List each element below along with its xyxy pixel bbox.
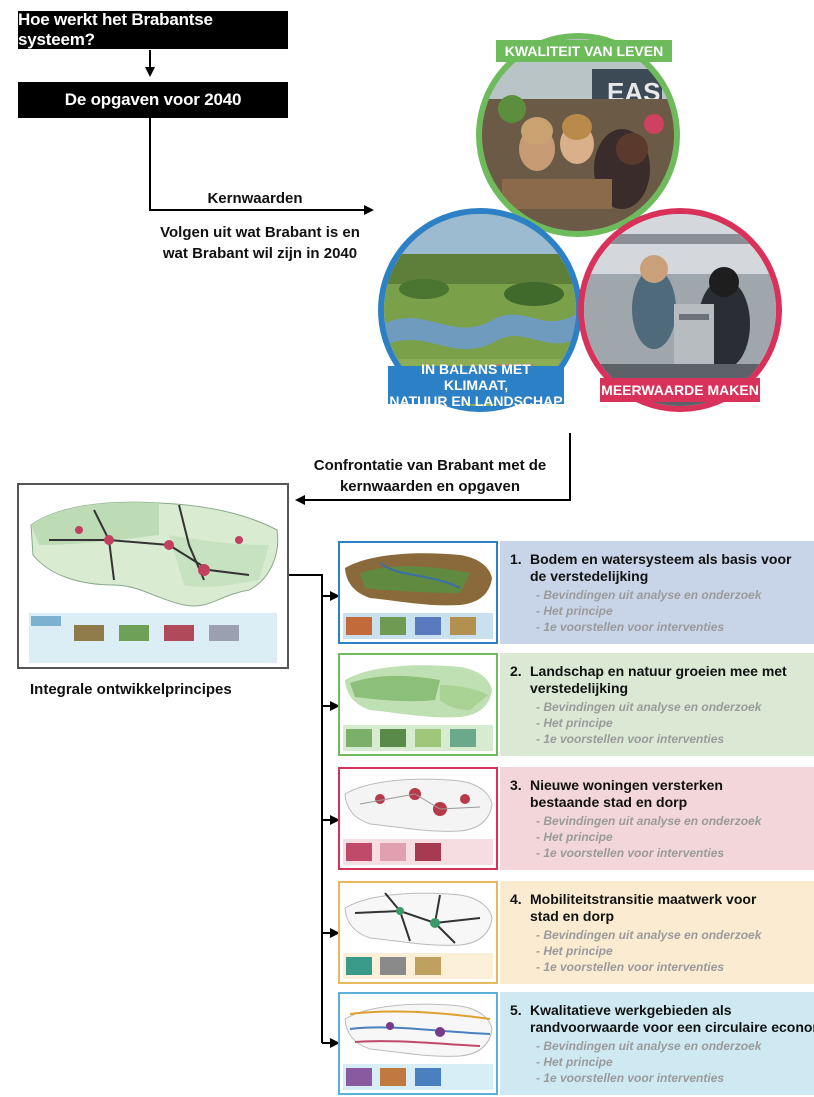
principle-3-title-line-1: Nieuwe woningen versterken: [530, 777, 723, 793]
work-areas-map-illustration: [343, 1003, 493, 1090]
principle-thumbnail-1[interactable]: [338, 541, 498, 644]
principle-3-sub-3: - 1e voorstellen voor interventies: [536, 846, 725, 860]
confrontatie-caption: Confrontatie van Brabant met de kernwaar…: [300, 455, 560, 497]
question-box-label: Hoe werkt het Brabantse systeem?: [18, 10, 213, 49]
branch-connector: [288, 574, 323, 1043]
landscape-map-illustration: [343, 665, 493, 751]
principle-4-sub-2: - Het principe: [536, 944, 613, 958]
principle-panel-5[interactable]: 5. Kwalitatieve werkgebieden als randvoo…: [500, 992, 814, 1095]
principle-2-title-line-2: verstedelijking: [530, 680, 629, 696]
confrontatie-line-1: Confrontatie van Brabant met de: [313, 457, 547, 474]
soil-water-map-illustration: [343, 553, 493, 639]
principle-thumbnail-2[interactable]: [338, 653, 498, 756]
principle-1-title: Bodem en watersysteem als basis voor de …: [530, 551, 800, 585]
principle-5-title: Kwalitatieve werkgebieden als randvoorwa…: [530, 1002, 814, 1036]
brabant-map-illustration: [29, 501, 279, 663]
principle-5-title-line-1: Kwalitatieve werkgebieden als: [530, 1002, 732, 1018]
principle-4-number: 4.: [510, 891, 522, 907]
principle-panel-1[interactable]: 1. Bodem en watersysteem als basis voor …: [500, 541, 814, 644]
principle-1-sub-2: - Het principe: [536, 604, 613, 618]
balans-ribbon: IN BALANS MET KLIMAAT, NATUUR EN LANDSCH…: [388, 361, 564, 409]
kwaliteit-photo: EAS: [476, 33, 680, 237]
opgaven-box: De opgaven voor 2040: [18, 82, 288, 118]
arrow-to-kernwaarden: [149, 118, 374, 215]
question-box: Hoe werkt het Brabantse systeem?: [18, 10, 288, 49]
principle-thumbnail-4[interactable]: [338, 881, 498, 984]
integrale-map-thumbnail: [17, 483, 289, 669]
principle-panel-2[interactable]: 2. Landschap en natuur groeien mee met v…: [500, 653, 814, 756]
principle-4-title-line-1: Mobiliteitstransitie maatwerk voor: [530, 891, 757, 907]
principle-2-title: Landschap en natuur groeien mee met vers…: [530, 663, 800, 697]
principle-5-sub-2: - Het principe: [536, 1055, 613, 1069]
principle-4-sub-1: - Bevindingen uit analyse en onderzoek: [536, 928, 762, 942]
principle-thumbnail-5[interactable]: [338, 992, 498, 1095]
principle-1-sub-1: - Bevindingen uit analyse en onderzoek: [536, 588, 762, 602]
principle-3-sub-1: - Bevindingen uit analyse en onderzoek: [536, 814, 762, 828]
meerwaarde-ribbon: MEERWAARDE MAKEN: [600, 378, 760, 402]
kernwaarden-line-1: Volgen uit wat Brabant is en: [160, 224, 360, 241]
principle-2-sub-2: - Het principe: [536, 716, 613, 730]
principle-3-number: 3.: [510, 777, 522, 793]
balans-label-line-1: IN BALANS MET KLIMAAT,: [421, 361, 531, 393]
principle-panel-4[interactable]: 4. Mobiliteitstransitie maatwerk voor st…: [500, 881, 814, 984]
principle-4-title-line-2: stad en dorp: [530, 908, 615, 924]
arrow-to-map: [295, 433, 571, 505]
housing-map-illustration: [343, 778, 493, 865]
kernwaarden-description: Volgen uit wat Brabant is en wat Brabant…: [145, 222, 375, 264]
mobility-map-illustration: [343, 892, 493, 979]
principle-4-sub-3: - 1e voorstellen voor interventies: [536, 960, 725, 974]
kernwaarden-caption: Kernwaarden: [160, 188, 360, 209]
confrontatie-line-2: kernwaarden en opgaven: [339, 478, 521, 495]
principle-2-title-line-1: Landschap en natuur groeien mee met: [530, 663, 787, 679]
principle-1-title-line-2: de verstedelijking: [530, 568, 649, 584]
principle-3-title-line-2: bestaande stad en dorp: [530, 794, 688, 810]
principle-1-sub-3: - 1e voorstellen voor interventies: [536, 620, 725, 634]
principle-3-sub-2: - Het principe: [536, 830, 613, 844]
kernwaarden-line-2: wat Brabant wil zijn in 2040: [162, 245, 358, 262]
kernwaarden-title: Kernwaarden: [207, 190, 303, 207]
balans-label-line-2: NATUUR EN LANDSCHAP: [389, 393, 563, 409]
principle-4-title: Mobiliteitstransitie maatwerk voor stad …: [530, 891, 800, 925]
principle-1-title-line-1: Bodem en watersysteem als basis voor: [530, 551, 792, 567]
principle-5-sub-1: - Bevindingen uit analyse en onderzoek: [536, 1039, 762, 1053]
principle-2-sub-1: - Bevindingen uit analyse en onderzoek: [536, 700, 762, 714]
meerwaarde-label: MEERWAARDE MAKEN: [601, 382, 759, 398]
integrale-label: Integrale ontwikkelprincipes: [30, 681, 232, 698]
principle-5-sub-3: - 1e voorstellen voor interventies: [536, 1071, 725, 1085]
principle-5-title-line-2: randvoorwaarde voor een circulaire econo…: [530, 1019, 814, 1035]
principle-thumbnail-3[interactable]: [338, 767, 498, 870]
principle-panel-3[interactable]: 3. Nieuwe woningen versterken bestaande …: [500, 767, 814, 870]
principle-5-number: 5.: [510, 1002, 522, 1018]
principle-2-sub-3: - 1e voorstellen voor interventies: [536, 732, 725, 746]
cafe-scene-illustration: EAS: [482, 39, 674, 231]
principle-3-title: Nieuwe woningen versterken bestaande sta…: [530, 777, 800, 811]
principle-2-number: 2.: [510, 663, 522, 679]
opgaven-box-label: De opgaven voor 2040: [64, 90, 242, 109]
kwaliteit-ribbon: KWALITEIT VAN LEVEN: [496, 40, 672, 62]
principle-1-number: 1.: [510, 551, 522, 567]
kwaliteit-label: KWALITEIT VAN LEVEN: [504, 43, 664, 59]
